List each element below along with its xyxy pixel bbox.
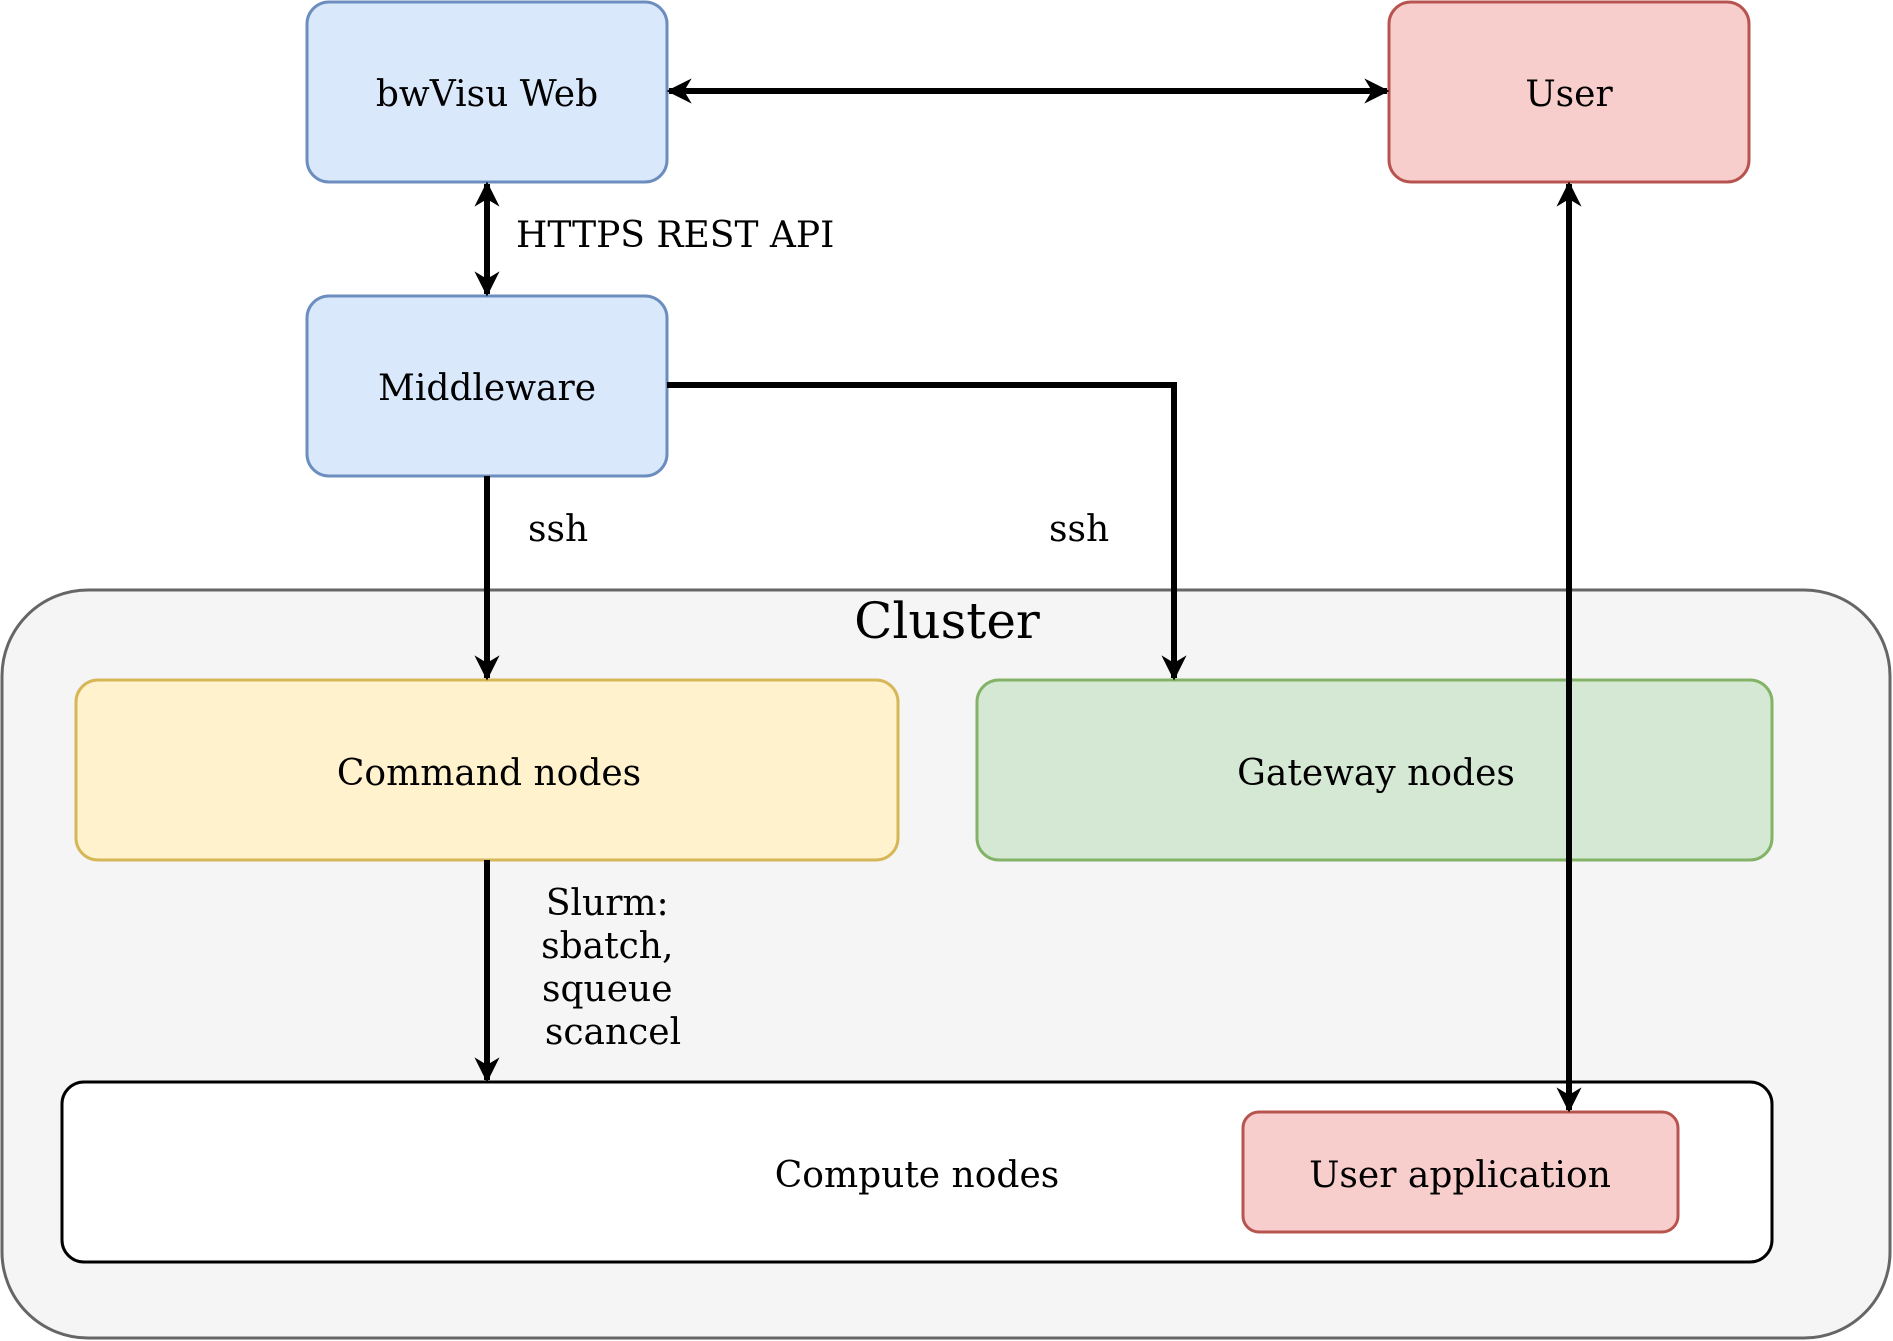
slurm-label: Slurm: sbatch, squeue scancel <box>541 883 685 1053</box>
slurm-label-line-1: Slurm: <box>546 883 669 924</box>
slurm-label-line-2: sbatch, <box>541 926 673 967</box>
middleware-label: Middleware <box>378 368 596 409</box>
user-label: User <box>1525 74 1613 115</box>
https-rest-api-label: HTTPS REST API <box>516 215 834 256</box>
user-application-box <box>1241 1110 1680 1234</box>
compute-nodes-label: Compute nodes <box>775 1155 1059 1196</box>
slurm-label-line-3: squeue <box>542 969 673 1010</box>
ssh-gateway-label: ssh <box>1049 509 1109 550</box>
edge-middleware-gateway <box>667 382 1187 681</box>
slurm-label-line-4: scancel <box>545 1012 681 1053</box>
command-nodes-label: Command nodes <box>337 753 641 794</box>
user-application-label: User application <box>1309 1155 1611 1196</box>
ssh-command-label: ssh <box>528 509 588 550</box>
gateway-nodes-label: Gateway nodes <box>1237 753 1515 794</box>
cluster-label: Cluster <box>854 592 1040 650</box>
bwvisu-web-label: bwVisu Web <box>376 74 598 115</box>
